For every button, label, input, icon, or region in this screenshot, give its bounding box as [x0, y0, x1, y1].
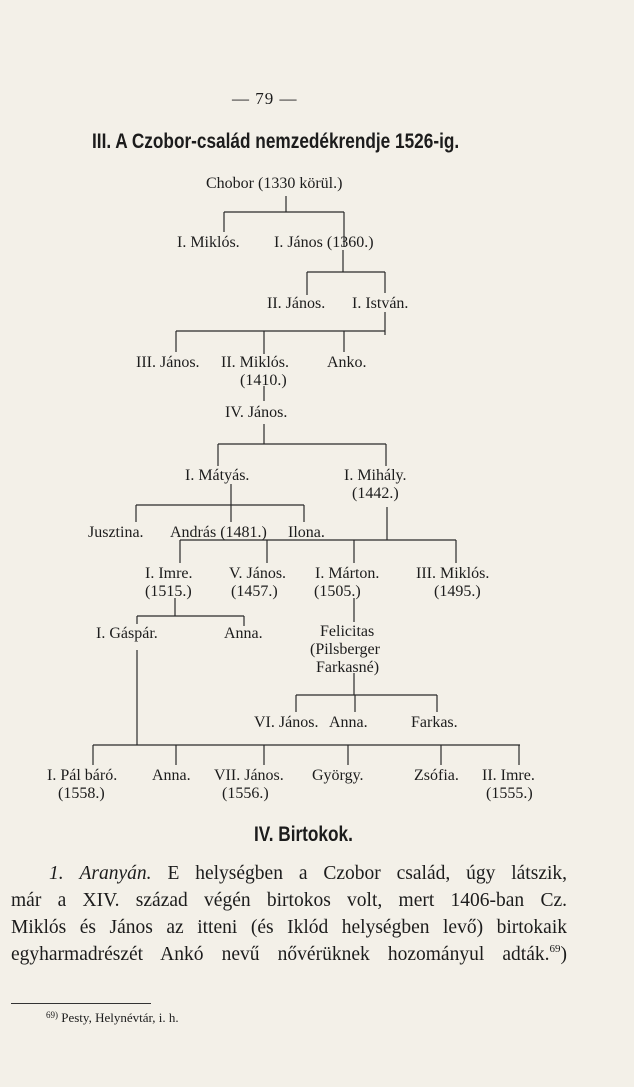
- tree-person: Anna.: [152, 767, 191, 784]
- tree-person: Anna.: [329, 714, 368, 731]
- paragraph-line: 1. Aranyán. E helységben a Czobor család…: [11, 860, 567, 887]
- tree-person: II. Miklós.: [221, 354, 289, 371]
- paragraph-line: Miklós és János az itteni (és Iklód hely…: [11, 917, 567, 938]
- tree-person: Farkas.: [411, 714, 458, 731]
- tree-person-year: (1515.): [145, 583, 192, 600]
- footnote: 69) Pesty, Helynévtár, i. h.: [46, 1010, 179, 1025]
- paragraph-line: már a XIV. század végén birtokos volt, m…: [11, 890, 567, 911]
- tree-person: I. Márton.: [315, 565, 380, 582]
- tree-person-year: (1495.): [434, 583, 481, 600]
- paragraph-text: ): [560, 944, 568, 965]
- section-heading-estates: IV. Birtokok.: [254, 823, 353, 846]
- tree-person: III. Miklós.: [416, 565, 490, 582]
- tree-person: V. János.: [229, 565, 287, 582]
- footnote-reference[interactable]: 69: [549, 943, 561, 955]
- paragraph-number: 1.: [49, 863, 64, 884]
- tree-person: I. Mátyás.: [185, 467, 250, 484]
- tree-person: II. János.: [267, 295, 326, 312]
- tree-person-note: Farkasné): [316, 659, 380, 676]
- tree-person-year: (1442.): [352, 485, 399, 502]
- tree-person-year: (1555.): [486, 785, 533, 802]
- footnote-mark: 69): [46, 1010, 58, 1020]
- tree-person: I. Mihály.: [344, 467, 407, 484]
- tree-person: III. János.: [136, 354, 200, 371]
- page-number: — 79 —: [232, 89, 298, 108]
- tree-person-year: (1410.): [240, 372, 287, 389]
- tree-person-year: (1558.): [58, 785, 105, 802]
- tree-person: IV. János.: [225, 404, 288, 421]
- tree-root: Chobor (1330 körül.): [206, 175, 343, 192]
- tree-person: Jusztina.: [88, 524, 144, 541]
- place-name: Aranyán.: [79, 863, 152, 884]
- footnote-text: Pesty, Helynévtár, i. h.: [61, 1010, 179, 1025]
- section-heading-genealogy: III. A Czobor-család nemzedékrendje 1526…: [92, 130, 460, 153]
- paragraph-text: E helységben a Czobor család, úgy látszi…: [167, 863, 568, 884]
- tree-person: II. Imre.: [482, 767, 535, 784]
- tree-person: Anko.: [327, 354, 367, 371]
- tree-person: I. János (1360.): [274, 234, 374, 251]
- tree-person-note: (Pilsberger: [310, 641, 380, 658]
- tree-person: András (1481.): [170, 524, 267, 541]
- tree-person: VI. János.: [254, 714, 319, 731]
- tree-person-year: (1457.): [231, 583, 278, 600]
- tree-person: I. Gáspár.: [96, 625, 158, 642]
- paragraph-line: egyharmadrészét Ankó nevű nővérüknek hoz…: [11, 941, 567, 968]
- tree-person-year: (1556.): [222, 785, 269, 802]
- body-paragraph: 1. Aranyán. E helységben a Czobor család…: [11, 860, 567, 968]
- tree-person: Ilona.: [288, 524, 325, 541]
- tree-person: I. Pál báró.: [47, 767, 118, 784]
- tree-person: I. Imre.: [145, 565, 193, 582]
- tree-person: I. István.: [352, 295, 409, 312]
- footnote-divider: [11, 1003, 151, 1004]
- tree-person: VII. János.: [214, 767, 284, 784]
- tree-person-year: (1505.): [314, 583, 361, 600]
- tree-person: I. Miklós.: [177, 234, 240, 251]
- tree-person: Zsófia.: [414, 767, 459, 784]
- tree-person: Anna.: [224, 625, 263, 642]
- tree-person: Felicitas: [320, 623, 375, 640]
- tree-person: György.: [312, 767, 364, 784]
- paragraph-text: egyharmadrészét Ankó nevű nővérüknek hoz…: [11, 944, 550, 965]
